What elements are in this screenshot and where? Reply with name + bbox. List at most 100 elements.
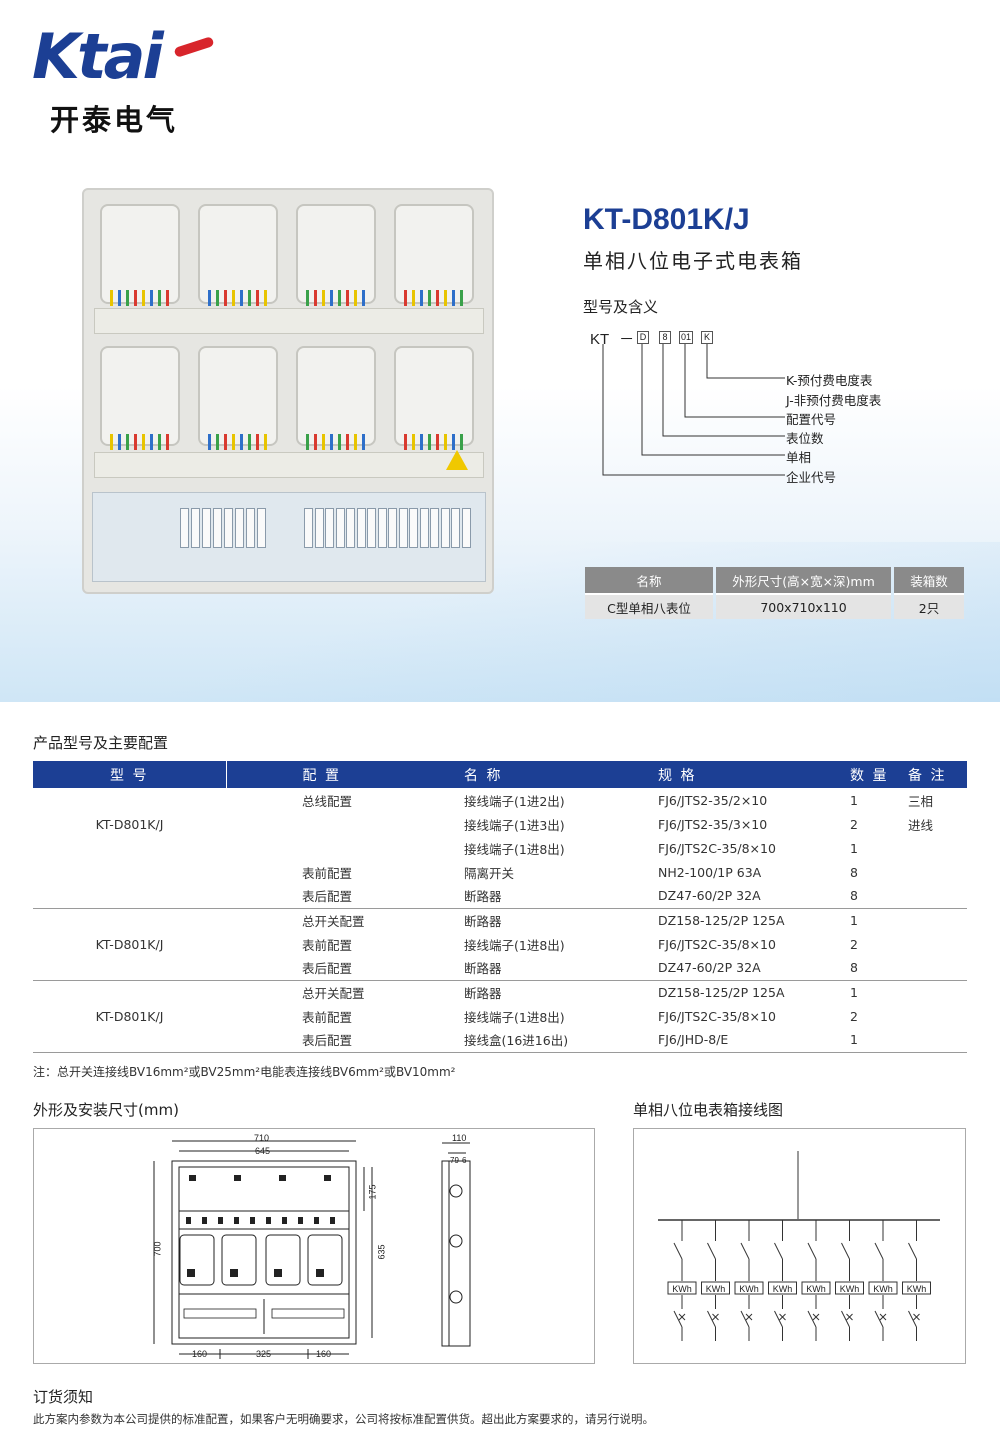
table-cell: 断路器 xyxy=(464,956,658,981)
table-cell xyxy=(908,956,967,981)
dim-width-inner: 645 xyxy=(255,1146,271,1156)
wiring-switch xyxy=(908,1242,917,1260)
dim-depth-small: 6 xyxy=(462,1156,467,1165)
wiring-meter xyxy=(902,1281,931,1295)
photo-wire xyxy=(264,290,267,306)
photo-wire xyxy=(158,290,161,306)
photo-breaker xyxy=(257,508,266,548)
table-cell: 2 xyxy=(850,1008,858,1024)
table-cell xyxy=(33,836,226,860)
photo-wire xyxy=(452,290,455,306)
photo-wire xyxy=(428,434,431,450)
photo-wire xyxy=(256,290,259,306)
photo-meter-window xyxy=(296,346,376,446)
photo-wire xyxy=(362,434,365,450)
wiring-meter-label: KWh xyxy=(739,1284,759,1294)
photo-breaker xyxy=(191,508,200,548)
photo-wire xyxy=(208,290,211,306)
photo-wire xyxy=(346,434,349,450)
cfg-header-qty: 数 量 xyxy=(850,761,908,788)
table-cell xyxy=(908,884,967,909)
code-box-type: K xyxy=(701,331,713,344)
table-cell: 表后配置 xyxy=(226,1028,464,1053)
spec-header-pack: 装箱数 xyxy=(894,567,964,593)
table-cell xyxy=(908,836,967,860)
cfg-header-name: 名 称 xyxy=(464,761,658,788)
table-cell: DZ47-60/2P 32A xyxy=(658,884,850,909)
table-cell: 表前配置 xyxy=(302,1009,353,1025)
wiring-meter xyxy=(734,1281,764,1295)
photo-wire xyxy=(134,434,137,450)
table-cell: 表后配置 xyxy=(226,956,464,981)
table-cell xyxy=(33,956,226,981)
photo-wire xyxy=(126,290,129,306)
dimension-section-title: 外形及安装尺寸(mm) xyxy=(33,1101,179,1119)
front-outline xyxy=(171,1160,357,1345)
photo-wire xyxy=(142,434,145,450)
table-cell xyxy=(33,1028,226,1053)
photo-breaker xyxy=(224,508,233,548)
table-cell: 断路器 xyxy=(464,884,658,909)
photo-meter-window xyxy=(100,346,180,446)
wiring-breaker xyxy=(807,1310,817,1328)
table-cell: 1 xyxy=(850,792,858,808)
table-cell: FJ6/JTS2-35/2×10 xyxy=(658,792,768,808)
photo-wire xyxy=(166,434,169,450)
photo-wire xyxy=(444,290,447,306)
wiring-meter xyxy=(667,1281,697,1295)
wiring-meter-label: KWh xyxy=(773,1284,793,1294)
table-cell xyxy=(908,1028,967,1053)
order-text: 此方案内参数为本公司提供的标准配置，如果客户无明确要求，公司将按标准配置供货。超… xyxy=(33,1412,654,1426)
table-cell: KT-D801K/J xyxy=(95,1008,164,1024)
photo-wire xyxy=(232,434,235,450)
cfg-header-model: 型 号 xyxy=(33,761,227,788)
photo-wire xyxy=(330,290,333,306)
dim-height-outer: 700 xyxy=(152,1241,163,1257)
dim-depth-inner: 79 xyxy=(450,1156,459,1165)
photo-breaker xyxy=(367,508,376,548)
photo-wire xyxy=(322,290,325,306)
photo-wire xyxy=(248,290,251,306)
table-cell: 隔离开关 xyxy=(464,865,515,881)
table-cell: DZ158-125/2P 125A xyxy=(658,984,785,1000)
photo-meter-window xyxy=(100,204,180,304)
photo-breaker xyxy=(356,508,366,548)
wiring-breaker xyxy=(874,1310,884,1328)
table-cell: 断路器 xyxy=(464,913,502,929)
table-cell: FJ6/JTS2C-35/8×10 xyxy=(658,840,776,856)
photo-breaker xyxy=(235,508,244,548)
table-cell xyxy=(226,812,464,836)
table-cell xyxy=(908,1004,967,1028)
wiring-meter-label: KWh xyxy=(806,1284,826,1294)
photo-wire xyxy=(306,434,309,450)
photo-wire xyxy=(118,434,121,450)
table-cell: FJ6/JHD-8/E xyxy=(658,1028,850,1053)
spec-header-size: 外形尺寸(高×宽×深)mm xyxy=(716,567,891,593)
photo-wire xyxy=(420,290,423,306)
spec-cell-name: C型单相八表位 xyxy=(585,593,713,619)
table-cell: 总开关配置 xyxy=(302,913,365,929)
table-cell xyxy=(33,860,226,884)
wiring-meter xyxy=(801,1281,831,1295)
code-label-company: 企业代号 xyxy=(786,470,837,485)
code-label-j: J-非预付费电度表 xyxy=(786,393,882,408)
code-prefix: KT － xyxy=(590,328,634,349)
photo-breaker xyxy=(202,508,211,548)
photo-wire xyxy=(436,290,439,306)
photo-wire xyxy=(404,434,407,450)
code-label-k: K-预付费电度表 xyxy=(786,373,873,388)
photo-wire xyxy=(224,290,227,306)
wiring-breaker xyxy=(908,1310,917,1328)
table-cell: NH2-100/1P 63A xyxy=(658,864,762,880)
photo-wire xyxy=(420,434,423,450)
dim-bottom-right: 160 xyxy=(316,1349,332,1359)
table-cell xyxy=(33,884,226,909)
photo-breaker xyxy=(325,508,334,548)
